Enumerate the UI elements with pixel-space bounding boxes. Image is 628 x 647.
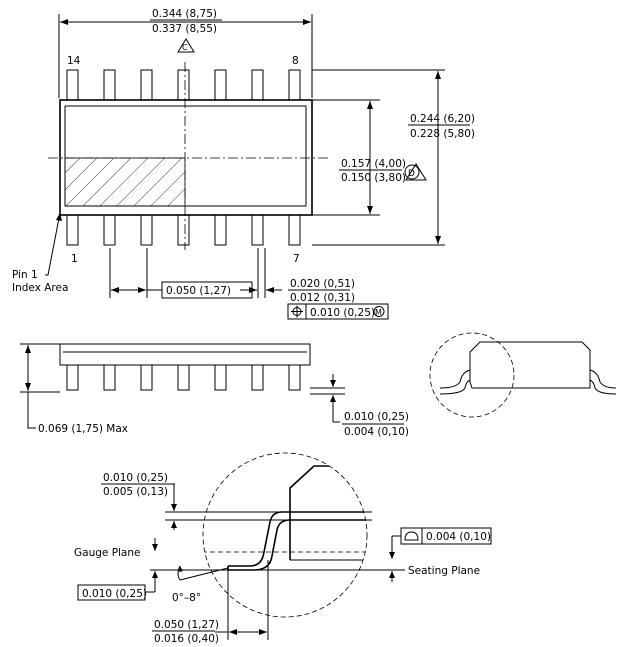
gauge-plane-label: Gauge Plane — [74, 547, 141, 559]
pin-8-label: 8 — [292, 55, 299, 67]
body-width-min-label: 0.150 (3,80) — [341, 172, 406, 184]
datum-d-circle — [404, 164, 420, 180]
lead-width-max-label: 0.020 (0,51) — [290, 278, 355, 290]
coplanarity-label: 0.004 (0,10) — [426, 531, 491, 543]
height-max-label: 0.069 (1,75) Max — [38, 423, 128, 435]
datum-c-triangle — [177, 38, 195, 53]
foot-length-max-label: 0.050 (1,27) — [154, 619, 219, 631]
position-tolerance-label: 0.010 (0,25) — [310, 307, 375, 319]
mmc-circle — [373, 306, 385, 317]
datum-d-label: D — [408, 169, 415, 179]
position-tolerance-frame — [287, 303, 389, 320]
overall-width-min-label: 0.228 (5,80) — [410, 128, 475, 140]
top-view: 0.344 (8,75) 0.337 (8,55) C 14 8 1 7 — [12, 8, 475, 320]
length-min-label: 0.337 (8,55) — [152, 23, 217, 35]
angle-label: 0°–8° — [172, 592, 201, 604]
detail-callout-circle — [429, 332, 515, 418]
pin1-label-line2: Index Area — [12, 282, 68, 294]
datum-c-label: C — [182, 43, 188, 52]
end-view — [429, 332, 617, 418]
pin1-label-line1: Pin 1 — [12, 269, 38, 281]
gauge-dim-label: 0.010 (0,25) — [82, 588, 147, 600]
top-leads — [66, 69, 301, 101]
bottom-leads — [66, 214, 301, 246]
coplanarity-frame — [400, 527, 492, 545]
mmc-label: M — [375, 308, 382, 317]
datum-triangle-icon — [405, 163, 427, 181]
seating-plane-label: Seating Plane — [408, 565, 480, 577]
lead-width-min-label: 0.012 (0,31) — [290, 292, 355, 304]
foot-length-min-label: 0.016 (0,40) — [154, 633, 219, 645]
pin-7-label: 7 — [293, 253, 300, 265]
pitch-label: 0.050 (1,27) — [166, 285, 231, 297]
lead-thickness-max-label: 0.010 (0,25) — [103, 472, 168, 484]
body-width-max-label: 0.157 (4,00) — [341, 158, 406, 170]
overall-width-max-label: 0.244 (6,20) — [410, 113, 475, 125]
standoff-min-label: 0.004 (0,10) — [344, 426, 409, 438]
standoff-max-label: 0.010 (0,25) — [344, 411, 409, 423]
pin-14-label: 14 — [67, 55, 81, 67]
detail-view: 0.010 (0,25) 0.005 (0,13) Gauge Plane 0.… — [74, 452, 492, 645]
side-leads — [66, 364, 301, 391]
gauge-dim-box — [77, 584, 146, 601]
pin-1-label: 1 — [71, 253, 78, 265]
flatness-icon — [404, 531, 419, 541]
side-view: 0.069 (1,75) Max 0.010 (0,25) 0.004 (0,1… — [20, 343, 409, 438]
pin1-index-area — [64, 157, 186, 207]
length-max-label: 0.344 (8,75) — [152, 8, 217, 20]
lead-thickness-min-label: 0.005 (0,13) — [103, 486, 168, 498]
